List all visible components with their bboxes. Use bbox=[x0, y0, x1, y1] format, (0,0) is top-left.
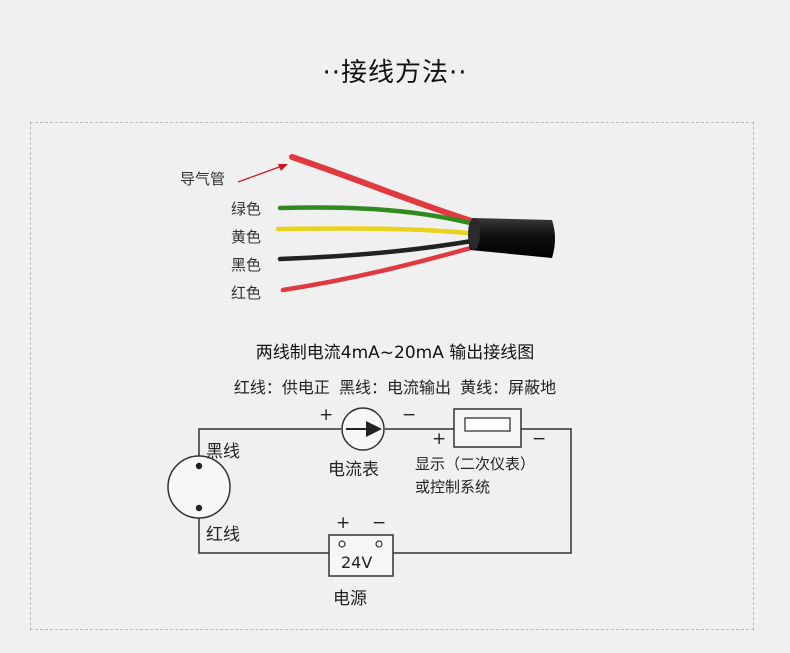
pointer-arrowhead bbox=[278, 164, 288, 171]
sensor-black-label: 黑线 bbox=[206, 442, 240, 462]
ammeter-label: 电流表 bbox=[328, 460, 379, 480]
sensor-symbol bbox=[167, 455, 231, 519]
power-label: 电源 bbox=[333, 589, 367, 609]
green-wire bbox=[277, 205, 481, 228]
display-label-2: 或控制系统 bbox=[415, 478, 491, 496]
wire-top-right bbox=[393, 428, 572, 554]
cable-jacket bbox=[468, 218, 555, 258]
yellow-wire bbox=[275, 226, 481, 237]
display-screen bbox=[464, 417, 511, 432]
label-red: 红色 bbox=[231, 284, 262, 302]
wire-legend: 红线：供电正 黑线：电流输出 黄线：屏蔽地 bbox=[0, 374, 790, 398]
power-plus: + bbox=[336, 513, 351, 533]
ammeter-plus: + bbox=[319, 405, 334, 425]
ammeter-minus: − bbox=[402, 405, 417, 425]
air-tube bbox=[289, 154, 478, 225]
display-minus: − bbox=[532, 429, 547, 449]
power-value: 24V bbox=[341, 553, 373, 572]
display-plus: + bbox=[432, 429, 447, 449]
wire-bottom bbox=[198, 508, 329, 554]
label-yellow: 黄色 bbox=[231, 228, 262, 246]
diagram-panel bbox=[30, 122, 754, 630]
wire-top-left bbox=[198, 428, 341, 466]
red-wire bbox=[280, 243, 481, 293]
diagram-subtitle: 两线制电流4mA~20mA 输出接线图 bbox=[255, 343, 535, 363]
power-minus: − bbox=[372, 513, 387, 533]
label-green: 绿色 bbox=[231, 200, 262, 218]
legend-black: 黑线：电流输出 bbox=[338, 378, 451, 397]
pointer-arrow bbox=[237, 165, 283, 183]
label-black: 黑色 bbox=[231, 256, 262, 274]
sensor-red-label: 红线 bbox=[206, 525, 240, 545]
label-air-tube: 导气管 bbox=[180, 170, 226, 188]
legend-yellow: 黄线：屏蔽地 bbox=[460, 378, 557, 397]
display-label-1: 显示（二次仪表） bbox=[415, 455, 536, 473]
legend-red: 红线：供电正 bbox=[233, 378, 330, 397]
page-title: ··接线方法·· bbox=[322, 58, 468, 88]
black-wire bbox=[277, 237, 481, 262]
